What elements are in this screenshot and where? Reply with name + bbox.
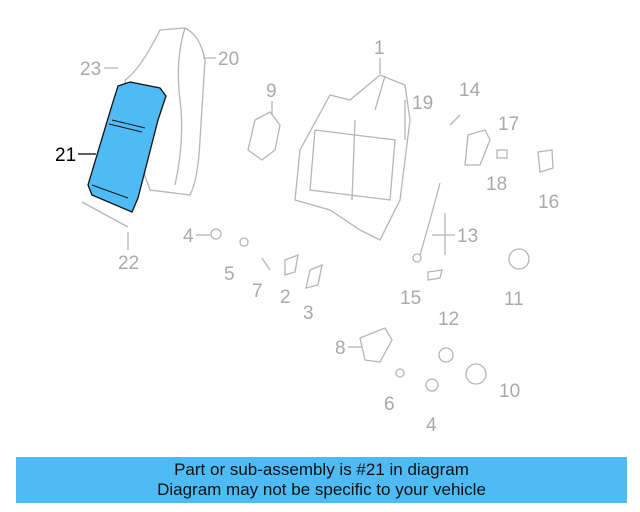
callout-labels: 23 20 21 22 1 9 19 14 17 18 16 13 4 5 7 … — [55, 38, 559, 436]
cap-part-6[interactable] — [395, 368, 405, 378]
callout-13: 13 — [457, 226, 478, 247]
bracket-part-2[interactable] — [284, 253, 299, 276]
callout-17: 17 — [498, 114, 519, 135]
callout-6: 6 — [384, 394, 395, 415]
callout-21: 21 — [55, 145, 76, 166]
callout-11: 11 — [504, 289, 524, 310]
banner-line-1: Part or sub-assembly is #21 in diagram — [174, 460, 469, 479]
cover-part-10[interactable] — [465, 363, 487, 385]
bracket-part-8[interactable] — [359, 327, 393, 363]
callout-12: 12 — [438, 309, 459, 330]
callout-4b: 4 — [426, 415, 437, 436]
info-banner: Part or sub-assembly is #21 in diagram D… — [16, 457, 627, 503]
callout-8: 8 — [335, 338, 346, 359]
seat-back-pad-part-21[interactable] — [87, 81, 167, 213]
callout-9: 9 — [266, 81, 277, 102]
callout-18: 18 — [486, 174, 507, 195]
callout-15: 15 — [400, 288, 421, 309]
clip-part-18[interactable] — [496, 149, 508, 159]
cover-part-17[interactable] — [464, 129, 491, 166]
callout-19: 19 — [412, 93, 433, 114]
cover-part-11[interactable] — [508, 248, 530, 270]
callout-16: 16 — [538, 192, 559, 213]
callout-22: 22 — [118, 253, 139, 274]
bracket-part-9[interactable] — [247, 111, 281, 161]
bracket-part-3[interactable] — [305, 263, 323, 289]
clip-part-14[interactable] — [449, 114, 461, 126]
ring-part-12[interactable] — [438, 347, 454, 363]
callout-23: 23 — [80, 59, 101, 80]
callout-5: 5 — [224, 264, 235, 285]
callout-20: 20 — [218, 49, 239, 70]
banner-line-2: Diagram may not be specific to your vehi… — [157, 480, 486, 499]
seat-frame-part-1[interactable] — [294, 74, 411, 241]
bolt-part-4b[interactable] — [425, 378, 439, 392]
callout-3: 3 — [303, 303, 314, 324]
callout-1: 1 — [374, 38, 385, 59]
bolt-part-4[interactable] — [210, 228, 222, 240]
callout-10: 10 — [499, 381, 520, 402]
bracket-part-16[interactable] — [537, 149, 554, 173]
cable-part-13[interactable] — [419, 182, 441, 256]
nut-part-5[interactable] — [239, 237, 249, 247]
callout-4a: 4 — [183, 226, 194, 247]
callout-2: 2 — [280, 287, 291, 308]
spring-part-7[interactable] — [261, 257, 271, 271]
callout-14: 14 — [459, 80, 481, 101]
fastener-part-13b[interactable] — [412, 253, 422, 263]
knob-part-15[interactable] — [427, 269, 443, 281]
rod-part-22[interactable] — [81, 201, 129, 228]
callout-7: 7 — [252, 281, 263, 302]
